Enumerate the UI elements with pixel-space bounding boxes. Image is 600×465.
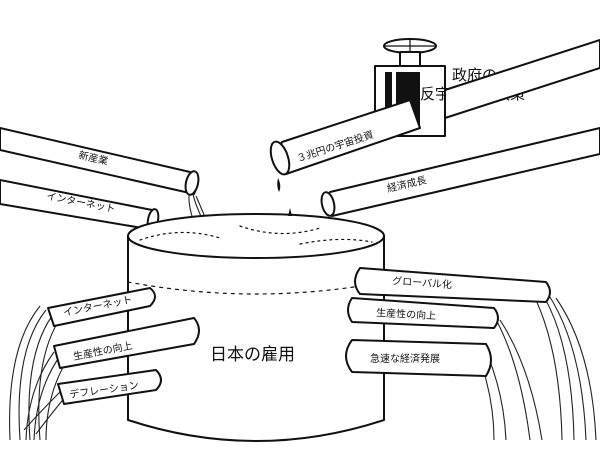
label-rapid-growth: 急速な経済発展	[370, 352, 440, 365]
pipe-internet-outflow: インターネット	[47, 287, 156, 327]
label-productivity-right: 生産性の向上	[376, 306, 437, 322]
pipe-globalization: グローバル化	[354, 267, 551, 303]
pipe-productivity-right: 生産性の向上	[347, 297, 499, 329]
label-globalization: グローバル化	[392, 274, 453, 291]
pipe-deflation: デフレーション	[57, 369, 162, 405]
employment-bucket: 日本の雇用	[127, 208, 385, 442]
pipe-new-industry: 新産業	[0, 127, 215, 241]
pipe-economic-growth: 経済成長	[320, 127, 600, 228]
label-bucket-title: 日本の雇用	[210, 345, 295, 365]
pipe-rapid-growth: 急速な経済発展	[345, 339, 492, 377]
